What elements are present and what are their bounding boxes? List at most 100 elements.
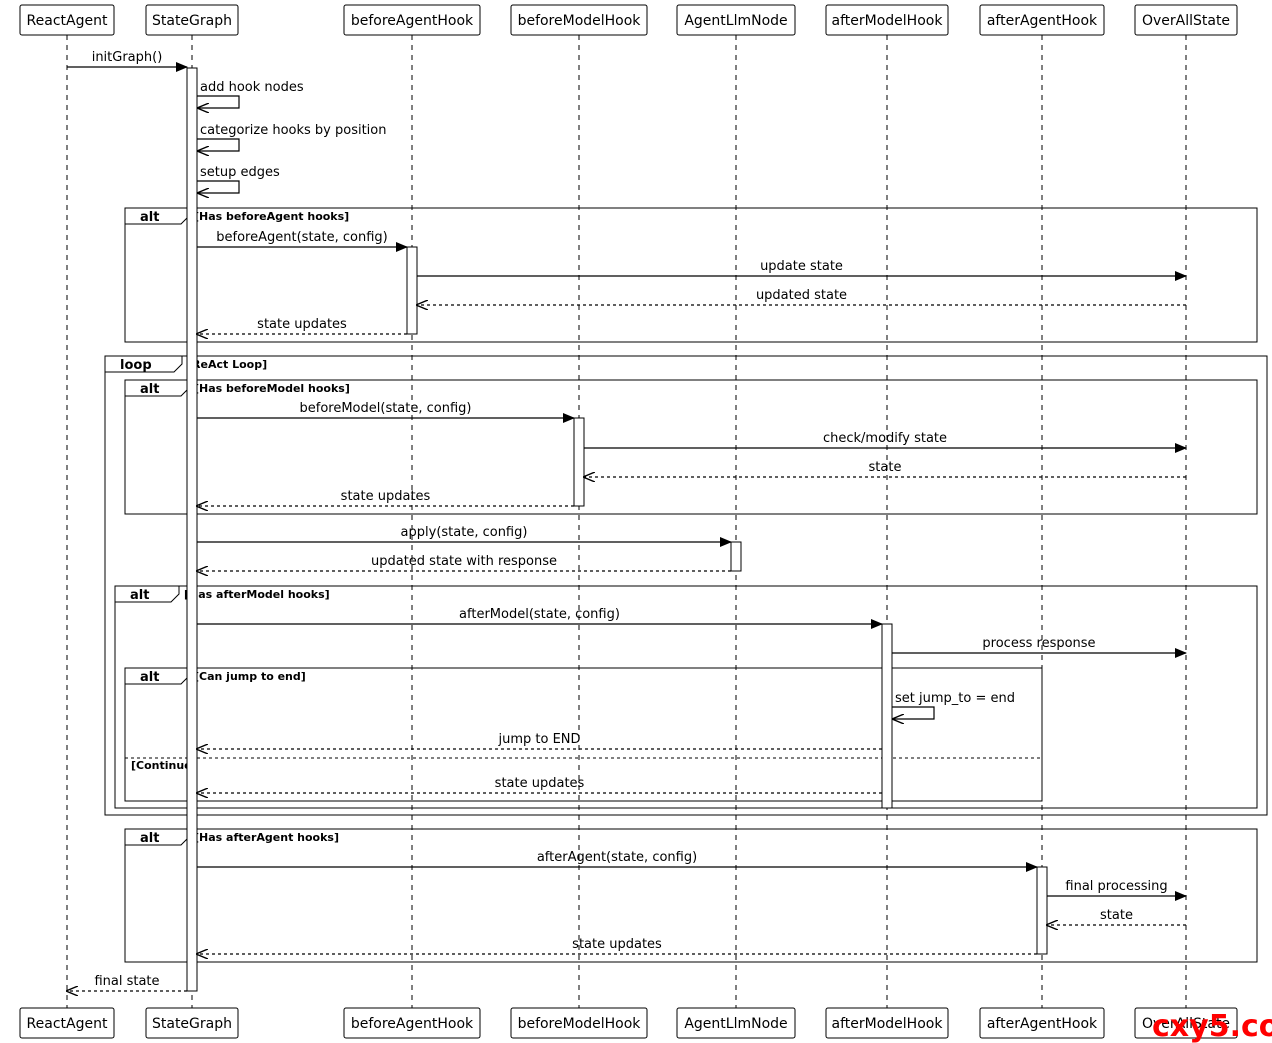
message-arrow: check/modify state bbox=[584, 431, 1187, 453]
participant-label: OverAllState bbox=[1142, 13, 1230, 29]
message-arrow: beforeModel(state, config) bbox=[197, 401, 575, 423]
frame-keyword: alt bbox=[140, 210, 159, 225]
message-label: afterModel(state, config) bbox=[459, 607, 620, 622]
message-label: beforeAgent(state, config) bbox=[216, 230, 387, 245]
activation-bar-amh bbox=[881, 623, 893, 809]
participant-top-ra[interactable]: ReactAgent bbox=[19, 4, 115, 36]
message-arrow: update state bbox=[417, 259, 1187, 281]
participant-top-aln[interactable]: AgentLlmNode bbox=[676, 4, 796, 36]
message-arrow: beforeAgent(state, config) bbox=[197, 230, 408, 252]
frame-alt: alt[Has beforeModel hooks] bbox=[124, 379, 1258, 515]
message-label: initGraph() bbox=[92, 50, 163, 65]
message-arrow: state bbox=[1047, 908, 1186, 925]
message-arrow: process response bbox=[892, 636, 1187, 658]
message-arrow: categorize hooks by position bbox=[197, 123, 386, 151]
frame-keyword: alt bbox=[140, 670, 159, 685]
message-label: jump to END bbox=[497, 732, 580, 747]
participant-label: beforeAgentHook bbox=[351, 1016, 474, 1032]
activation-bar-aah bbox=[1036, 866, 1048, 955]
message-arrow: set jump_to = end bbox=[892, 691, 1015, 719]
frame-alt: alt [Has afterModel hooks] bbox=[114, 585, 1258, 809]
participant-top-aah[interactable]: afterAgentHook bbox=[979, 4, 1105, 36]
message-arrow: state updates bbox=[197, 317, 407, 334]
participant-label: ReactAgent bbox=[27, 13, 108, 29]
message-label: state updates bbox=[341, 489, 431, 504]
participant-label: OverAllState bbox=[1142, 1016, 1230, 1032]
participant-label: StateGraph bbox=[152, 1016, 232, 1032]
activation-bar-bmh bbox=[573, 417, 585, 507]
frames-layer: alt [Has beforeAgent hooks] loop [ReAct Loo… bbox=[104, 207, 1268, 963]
message-arrow: state updates bbox=[197, 489, 574, 506]
message-label: updated state with response bbox=[371, 554, 557, 569]
message-label: add hook nodes bbox=[200, 80, 304, 95]
message-label: set jump_to = end bbox=[895, 691, 1015, 706]
message-label: process response bbox=[982, 636, 1095, 651]
participant-label: afterAgentHook bbox=[987, 1016, 1098, 1032]
frame-keyword: alt bbox=[140, 831, 159, 846]
message-label: final state bbox=[94, 974, 159, 989]
participant-label: beforeModelHook bbox=[518, 1016, 642, 1032]
messages-layer: initGraph() add hook nodes categorize hook… bbox=[67, 50, 1187, 991]
participant-bottom-aah[interactable]: afterAgentHook bbox=[979, 1007, 1105, 1039]
message-arrow: add hook nodes bbox=[197, 80, 304, 108]
activation-bar-sg bbox=[186, 67, 198, 992]
participant-top-bmh[interactable]: beforeModelHook bbox=[510, 4, 648, 36]
message-label: apply(state, config) bbox=[401, 525, 528, 540]
participant-label: afterAgentHook bbox=[987, 13, 1098, 29]
message-label: afterAgent(state, config) bbox=[537, 850, 697, 865]
frame-else-guard: [Continue] bbox=[131, 759, 197, 772]
participant-label: StateGraph bbox=[152, 13, 232, 29]
participants-layer: ReactAgentReactAgentStateGraphStateGraph… bbox=[19, 4, 1238, 1039]
message-label: categorize hooks by position bbox=[200, 123, 386, 138]
frame-alt: alt[Can jump to end][Continue] bbox=[124, 667, 1043, 802]
frame-guard: [Has afterModel hooks] bbox=[184, 588, 330, 601]
participant-label: afterModelHook bbox=[832, 13, 944, 29]
message-arrow: afterModel(state, config) bbox=[197, 607, 883, 629]
frame-keyword: alt bbox=[130, 588, 149, 603]
participant-bottom-ra[interactable]: ReactAgent bbox=[19, 1007, 115, 1039]
message-arrow: setup edges bbox=[197, 165, 280, 193]
participant-label: beforeModelHook bbox=[518, 13, 642, 29]
participant-label: AgentLlmNode bbox=[684, 1016, 787, 1032]
message-arrow: afterAgent(state, config) bbox=[197, 850, 1038, 872]
message-arrow: final processing bbox=[1047, 879, 1187, 901]
participant-label: ReactAgent bbox=[27, 1016, 108, 1032]
frame-guard: [Has afterAgent hooks] bbox=[194, 831, 339, 844]
participant-top-amh[interactable]: afterModelHook bbox=[825, 4, 949, 36]
participant-label: beforeAgentHook bbox=[351, 13, 474, 29]
frame-keyword: loop bbox=[120, 358, 152, 373]
activations-layer bbox=[186, 67, 1048, 992]
frame-guard: [Has beforeAgent hooks] bbox=[194, 210, 349, 223]
participant-label: afterModelHook bbox=[832, 1016, 944, 1032]
participant-bottom-sg[interactable]: StateGraph bbox=[145, 1007, 239, 1039]
participant-bottom-aln[interactable]: AgentLlmNode bbox=[676, 1007, 796, 1039]
message-arrow: updated state with response bbox=[197, 554, 731, 571]
message-arrow: updated state bbox=[417, 288, 1186, 305]
message-label: updated state bbox=[756, 288, 847, 303]
participant-label: AgentLlmNode bbox=[684, 13, 787, 29]
participant-bottom-bah[interactable]: beforeAgentHook bbox=[343, 1007, 481, 1039]
frame-guard: [ReAct Loop] bbox=[187, 358, 267, 371]
participant-top-oas[interactable]: OverAllState bbox=[1134, 4, 1238, 36]
frame-alt: alt [Has afterAgent hooks] bbox=[124, 828, 1258, 963]
participant-bottom-bmh[interactable]: beforeModelHook bbox=[510, 1007, 648, 1039]
message-arrow: final state bbox=[67, 974, 187, 991]
message-label: setup edges bbox=[200, 165, 280, 180]
message-arrow: apply(state, config) bbox=[197, 525, 732, 547]
frame-alt: alt [Has beforeAgent hooks] bbox=[124, 207, 1258, 343]
message-arrow: jump to END bbox=[197, 732, 882, 749]
message-label: update state bbox=[760, 259, 843, 274]
participant-bottom-amh[interactable]: afterModelHook bbox=[825, 1007, 949, 1039]
message-label: check/modify state bbox=[823, 431, 947, 446]
frame-loop: loop [ReAct Loop] bbox=[104, 355, 1268, 816]
message-label: state updates bbox=[572, 937, 662, 952]
message-label: state bbox=[869, 460, 902, 475]
message-label: state bbox=[1100, 908, 1133, 923]
participant-bottom-oas[interactable]: OverAllState bbox=[1134, 1007, 1238, 1039]
participant-top-sg[interactable]: StateGraph bbox=[145, 4, 239, 36]
participant-top-bah[interactable]: beforeAgentHook bbox=[343, 4, 481, 36]
activation-bar-bah bbox=[406, 246, 418, 335]
message-label: state updates bbox=[495, 776, 585, 791]
message-arrow: state bbox=[584, 460, 1186, 477]
